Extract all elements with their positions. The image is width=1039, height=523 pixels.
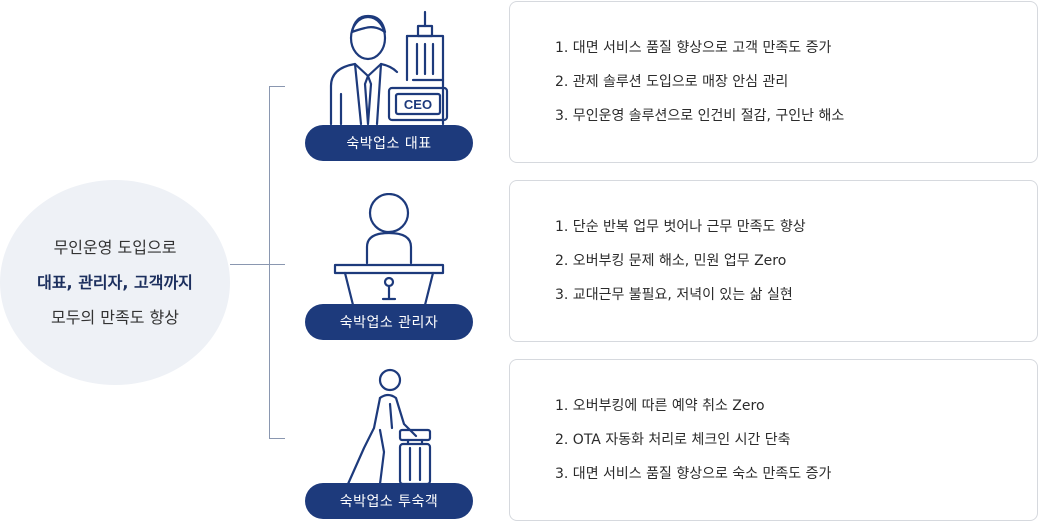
benefit-item: 2. 관제 솔루션 도입으로 매장 안심 관리 [555, 74, 789, 90]
summary-circle: 무인운영 도입으로 대표, 관리자, 고객까지 모두의 만족도 향상 [0, 180, 230, 385]
connector-branch-3 [269, 438, 285, 439]
benefit-card-guest: 1. 오버부킹에 따른 예약 취소 Zero 2. OTA 자동화 처리로 체크… [509, 359, 1038, 521]
benefit-item: 3. 교대근무 불필요, 저녁이 있는 삶 실현 [555, 287, 793, 303]
front-desk-manager-icon [333, 193, 445, 307]
connector-branch-1 [269, 86, 285, 87]
summary-line-2: 대표, 관리자, 고객까지 [37, 273, 193, 292]
connector-stub [230, 264, 270, 265]
connector-branch-2 [269, 264, 285, 265]
ceo-building-icon: CEO [329, 10, 449, 126]
benefit-item: 1. 대면 서비스 품질 향상으로 고객 만족도 증가 [555, 40, 832, 56]
connector-vertical [269, 86, 270, 439]
benefit-item: 2. 오버부킹 문제 해소, 민원 업무 Zero [555, 253, 787, 269]
benefit-item: 2. OTA 자동화 처리로 체크인 시간 단축 [555, 432, 791, 448]
benefit-card-ceo: 1. 대면 서비스 품질 향상으로 고객 만족도 증가 2. 관제 솔루션 도입… [509, 1, 1038, 163]
traveler-luggage-icon [346, 368, 432, 486]
benefit-item: 1. 오버부킹에 따른 예약 취소 Zero [555, 398, 765, 414]
role-label-ceo: 숙박업소 대표 [305, 125, 473, 161]
role-label-manager: 숙박업소 관리자 [305, 304, 473, 340]
summary-line-1: 무인운영 도입으로 [53, 238, 177, 257]
benefit-item: 3. 무인운영 솔루션으로 인건비 절감, 구인난 해소 [555, 108, 845, 124]
benefit-card-manager: 1. 단순 반복 업무 벗어나 근무 만족도 향상 2. 오버부킹 문제 해소,… [509, 180, 1038, 342]
summary-line-3: 모두의 만족도 향상 [51, 308, 179, 327]
benefit-item: 3. 대면 서비스 품질 향상으로 숙소 만족도 증가 [555, 466, 832, 482]
ceo-sign-text: CEO [404, 97, 432, 112]
benefit-item: 1. 단순 반복 업무 벗어나 근무 만족도 향상 [555, 219, 806, 235]
role-label-guest: 숙박업소 투숙객 [305, 483, 473, 519]
